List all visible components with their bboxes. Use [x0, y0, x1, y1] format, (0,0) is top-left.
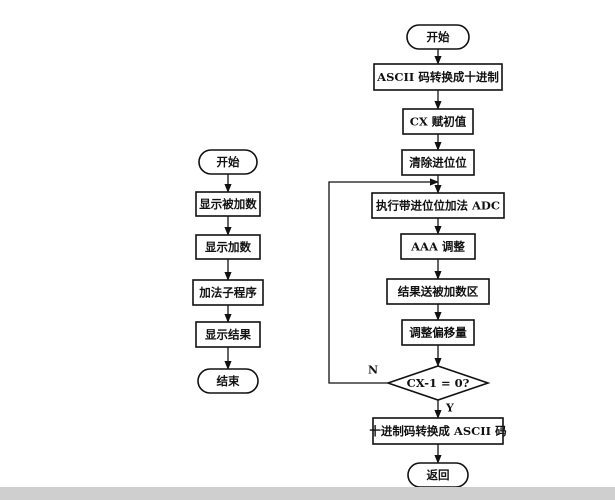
r-store-label: 结果送被加数区 — [397, 285, 479, 299]
r-aaa-node: AAA 调整 — [400, 233, 476, 260]
l-show-addend-label: 显示被加数 — [199, 197, 257, 211]
r-dec-to-ascii-label: 十进制码转换成 ASCII 码 — [369, 424, 507, 438]
edge-label-no: N — [368, 364, 378, 377]
r-start-node: 开始 — [406, 24, 470, 50]
l-show-augend-node: 显示加数 — [195, 234, 261, 260]
r-decision-node: CX-1 = 0? — [385, 365, 491, 401]
l-show-augend-label: 显示加数 — [205, 240, 251, 254]
l-add-sub-node: 加法子程序 — [192, 279, 264, 306]
r-decision-label: CX-1 = 0? — [407, 376, 470, 390]
left-flowchart: 开始 显示被加数 显示加数 加法子程序 显示结果 结束 — [192, 149, 264, 394]
r-aaa-label: AAA 调整 — [410, 240, 465, 254]
r-ascii-to-dec-node: ASCII 码转换成十进制 — [373, 63, 503, 91]
r-cx-init-label: CX 赋初值 — [410, 115, 467, 129]
r-clear-carry-label: 清除进位位 — [409, 156, 467, 170]
r-adc-node: 执行带进位位加法 ADC — [371, 192, 505, 219]
r-adjust-offset-label: 调整偏移量 — [409, 326, 467, 340]
l-show-result-label: 显示结果 — [205, 328, 251, 342]
r-dec-to-ascii-node: 十进制码转换成 ASCII 码 — [369, 417, 507, 445]
r-clear-carry-node: 清除进位位 — [401, 149, 475, 176]
r-adc-label: 执行带进位位加法 ADC — [376, 199, 500, 213]
l-start-label: 开始 — [217, 155, 240, 169]
l-show-addend-node: 显示被加数 — [195, 191, 261, 217]
r-return-node: 返回 — [407, 462, 469, 488]
edge-label-yes: Y — [445, 402, 454, 415]
r-start-label: 开始 — [427, 30, 450, 44]
r-ascii-to-dec-label: ASCII 码转换成十进制 — [376, 70, 499, 84]
r-return-label: 返回 — [427, 468, 450, 482]
r-cx-init-node: CX 赋初值 — [402, 108, 474, 135]
l-end-label: 结束 — [216, 374, 240, 388]
right-flowchart: N Y 开始 ASCII 码转换成十进制 CX 赋初值 清除进位位 执行带进位位… — [328, 24, 507, 488]
l-end-node: 结束 — [197, 368, 259, 394]
l-add-sub-label: 加法子程序 — [198, 286, 257, 300]
l-show-result-node: 显示结果 — [195, 321, 261, 348]
edge-r-decision-no-loop — [328, 178, 439, 384]
r-store-node: 结果送被加数区 — [386, 278, 490, 305]
r-adjust-offset-node: 调整偏移量 — [401, 319, 475, 346]
scan-edge-strip — [0, 487, 615, 500]
l-start-node: 开始 — [198, 149, 258, 175]
